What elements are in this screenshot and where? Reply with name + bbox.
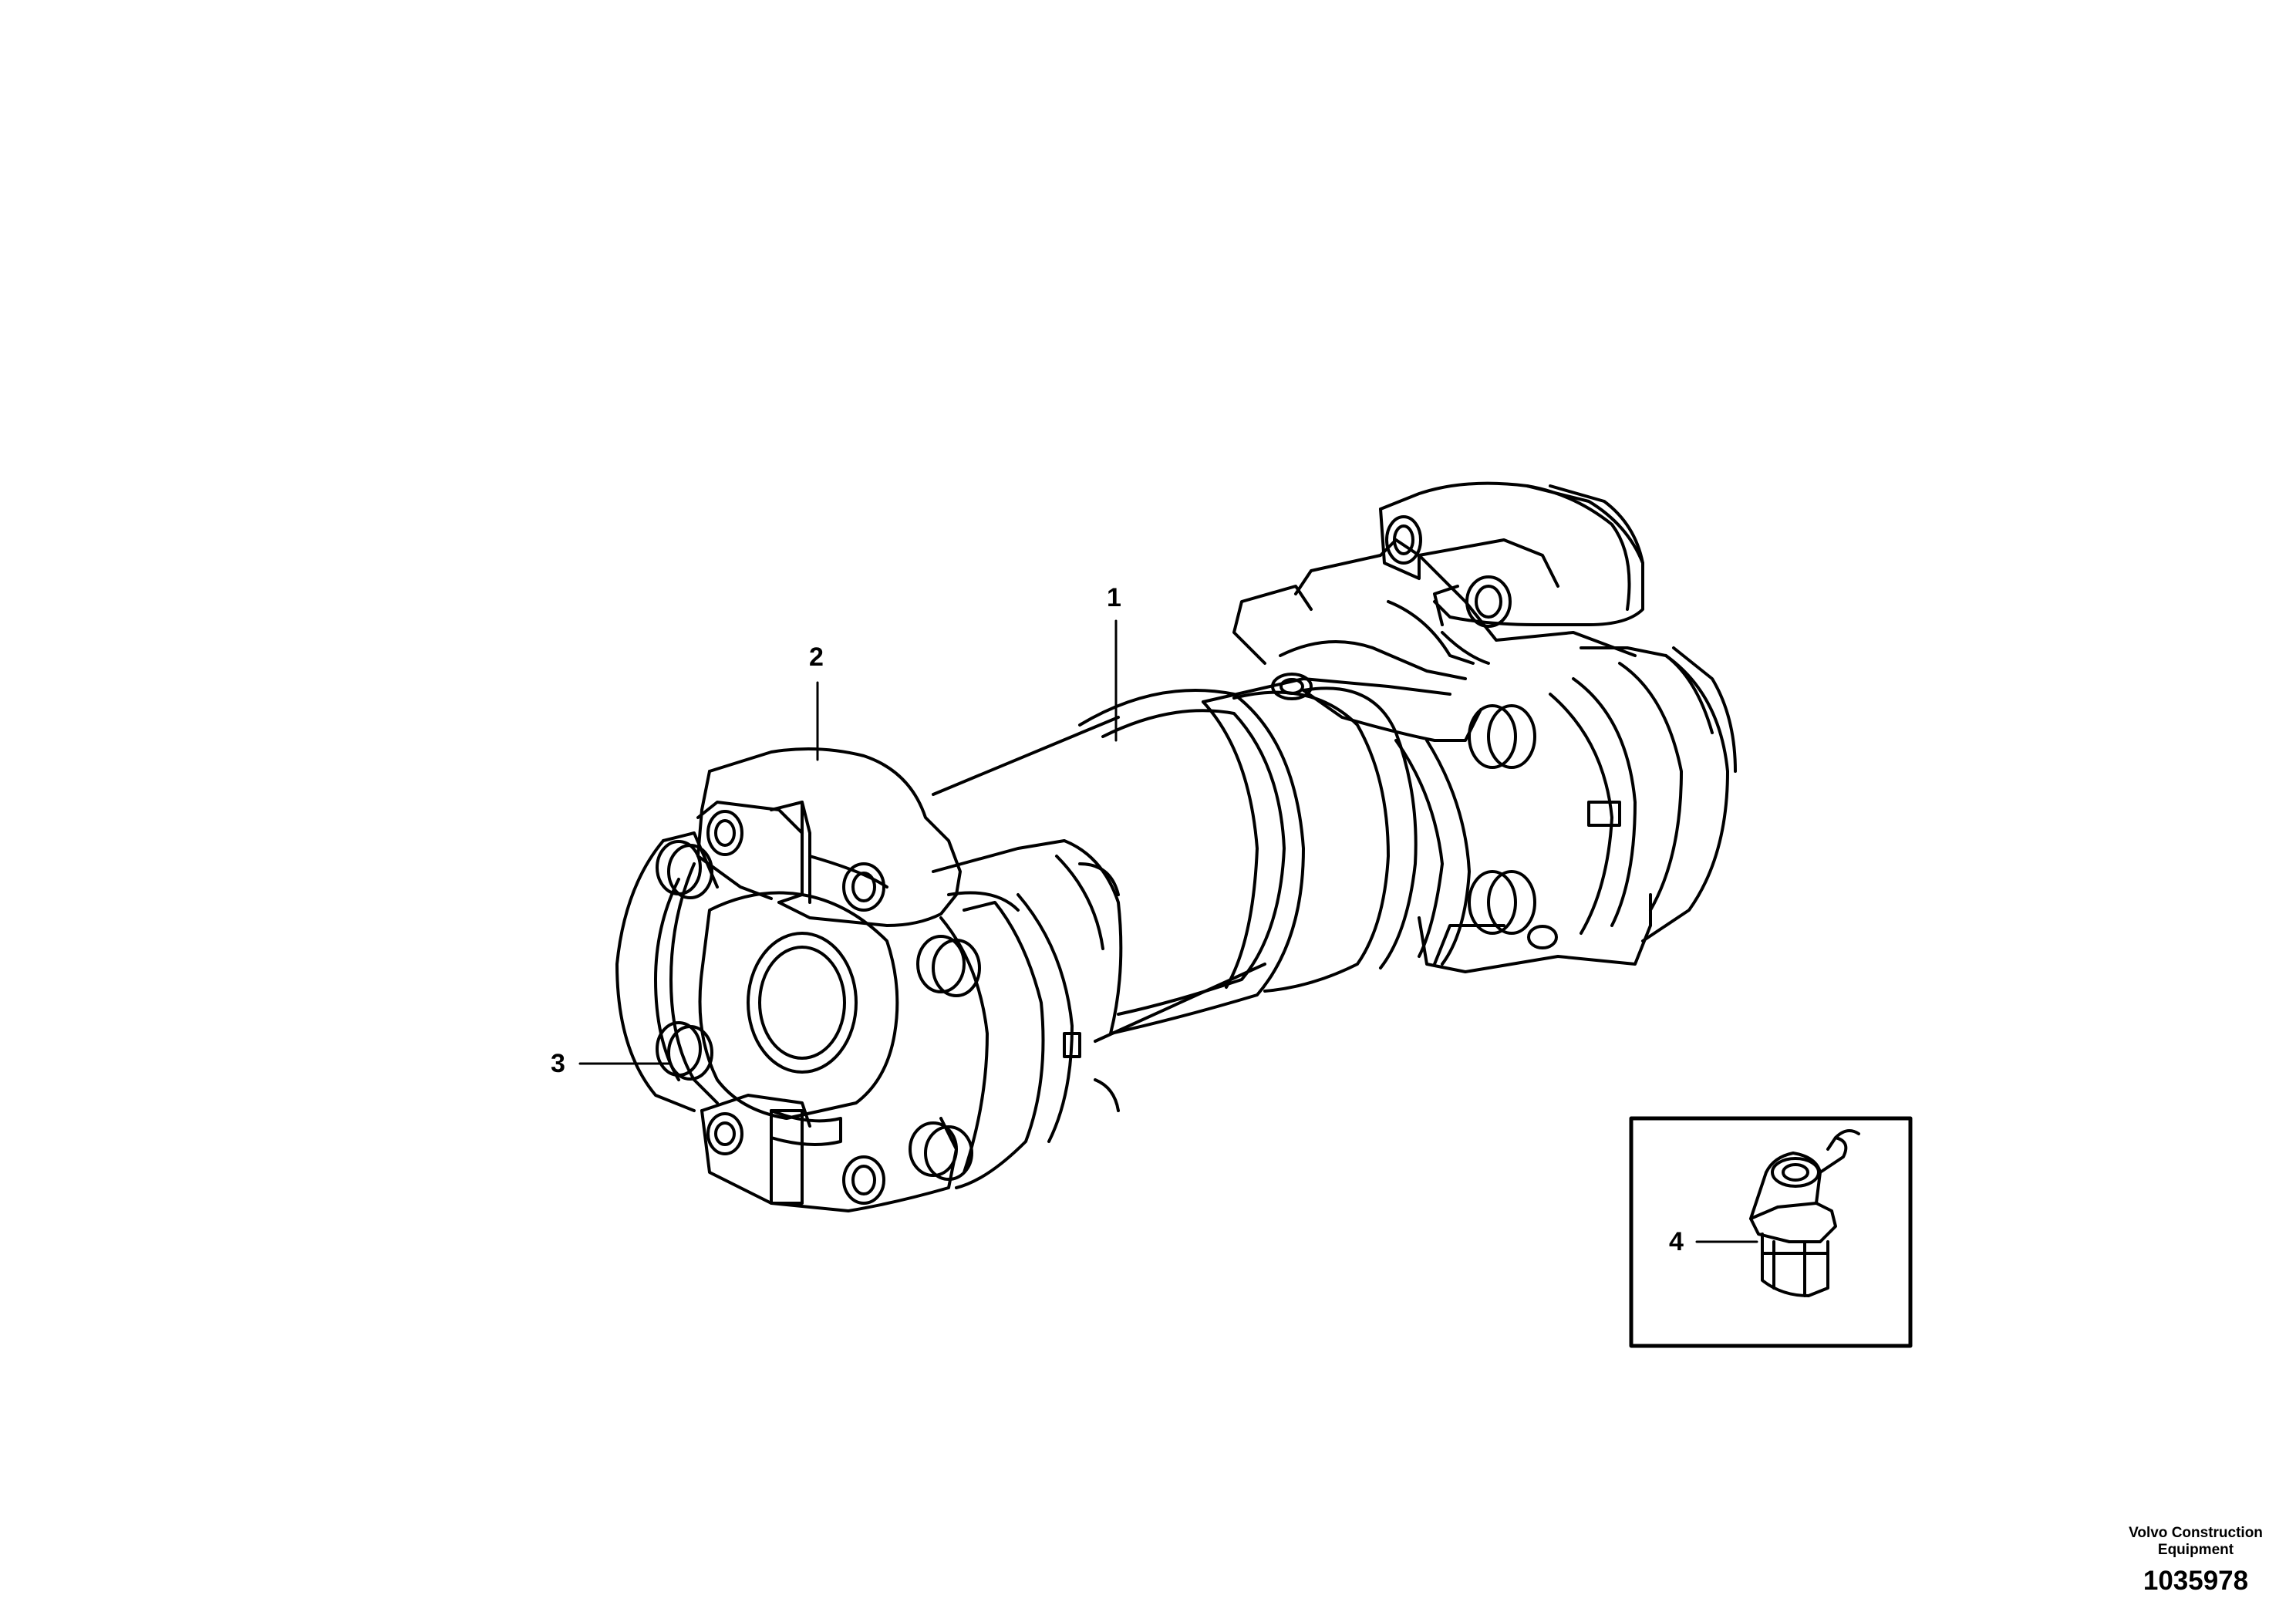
shaft-tube — [932, 686, 1418, 1043]
company-line-2: Equipment — [2157, 1542, 2234, 1558]
callout-1: 1 — [1107, 583, 1121, 612]
grease-nipple-inset — [1629, 1116, 1913, 1348]
callout-leaders — [578, 619, 1758, 1243]
callout-4: 4 — [1669, 1227, 1684, 1256]
document-number: 1035978 — [2143, 1566, 2249, 1596]
rear-yoke-assembly — [1202, 481, 1737, 973]
callout-2: 2 — [809, 642, 824, 672]
company-name: Volvo Construction Equipment — [2095, 1525, 2296, 1559]
callout-3: 3 — [551, 1049, 565, 1078]
front-yoke-assembly — [615, 747, 1123, 1212]
company-line-1: Volvo Construction — [2129, 1525, 2263, 1541]
